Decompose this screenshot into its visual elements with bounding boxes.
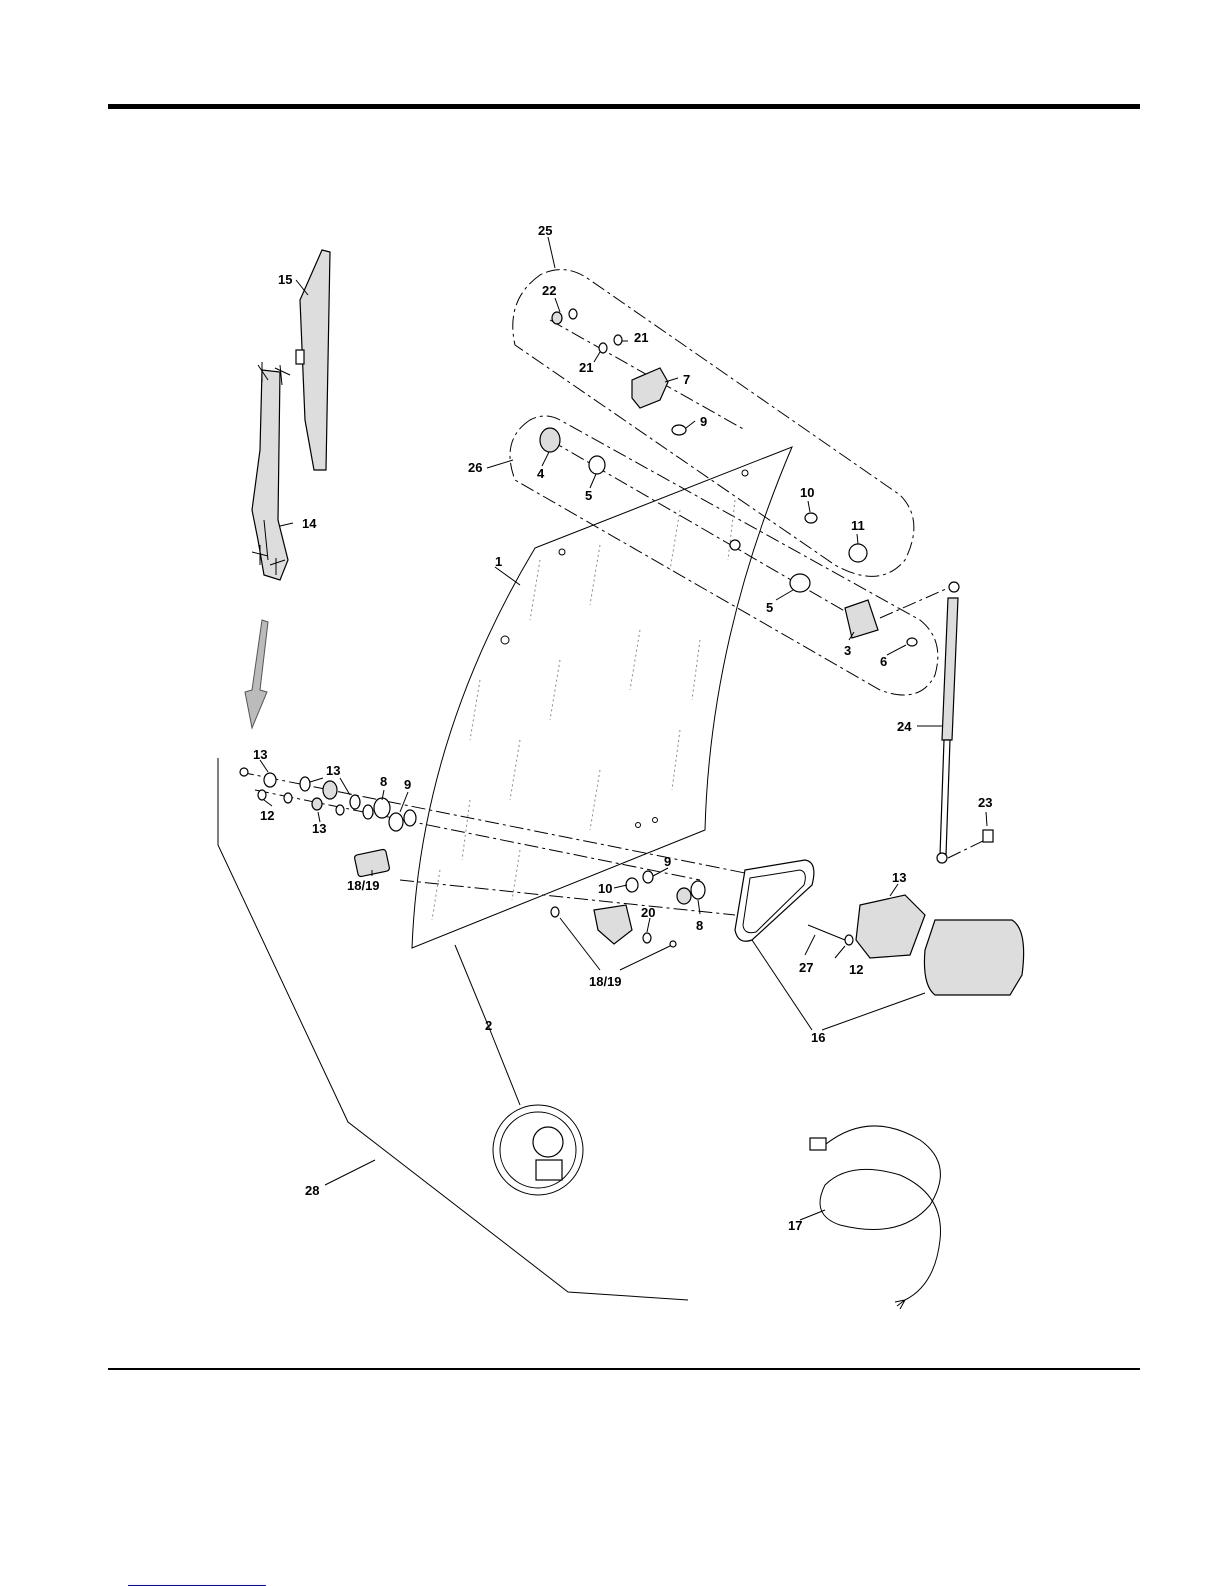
label-27: 27 xyxy=(799,960,813,975)
label-23: 23 xyxy=(978,795,992,810)
label-16: 16 xyxy=(811,1030,825,1045)
lower-kit-parts xyxy=(540,428,917,646)
upper-kit-parts xyxy=(550,309,867,562)
glass-shading xyxy=(432,500,735,920)
glass-panel xyxy=(412,447,792,948)
label-11: 11 xyxy=(851,518,865,533)
label-18-19-right: 18/19 xyxy=(589,974,622,989)
callout-labels: 1 2 3 4 5 5 6 7 8 8 9 9 9 10 10 11 12 12… xyxy=(253,223,992,1233)
leader-lines xyxy=(260,237,987,1220)
direction-arrow xyxy=(245,620,268,728)
label-13-a: 13 xyxy=(253,747,267,762)
label-18-19-left: 18/19 xyxy=(347,878,380,893)
label-8-right: 8 xyxy=(696,918,703,933)
label-1: 1 xyxy=(495,554,502,569)
label-13-d: 13 xyxy=(892,870,906,885)
label-10-lower: 10 xyxy=(598,881,612,896)
wiper-arm xyxy=(252,370,288,580)
label-9-left: 9 xyxy=(404,777,411,792)
seal-detail xyxy=(455,945,583,1195)
label-25: 25 xyxy=(538,223,552,238)
label-10-upper: 10 xyxy=(800,485,814,500)
overall-bracket-line xyxy=(218,758,688,1300)
label-5-lower: 5 xyxy=(766,600,773,615)
motor-assembly xyxy=(735,860,1024,1030)
label-22: 22 xyxy=(542,283,556,298)
label-17: 17 xyxy=(788,1218,802,1233)
label-13-c: 13 xyxy=(312,821,326,836)
label-8-left: 8 xyxy=(380,774,387,789)
label-28: 28 xyxy=(305,1183,319,1198)
label-21-right: 21 xyxy=(634,330,648,345)
lower-right-hardware xyxy=(400,871,735,947)
label-9-right: 9 xyxy=(664,854,671,869)
label-9-upper: 9 xyxy=(700,414,707,429)
label-6: 6 xyxy=(880,654,887,669)
label-24: 24 xyxy=(897,719,912,734)
label-14: 14 xyxy=(302,516,317,531)
label-26: 26 xyxy=(468,460,482,475)
label-5-upper: 5 xyxy=(585,488,592,503)
label-2: 2 xyxy=(485,1018,492,1033)
label-21-left: 21 xyxy=(579,360,593,375)
label-7: 7 xyxy=(683,372,690,387)
label-20: 20 xyxy=(641,905,655,920)
label-3: 3 xyxy=(844,643,851,658)
label-12-left: 12 xyxy=(260,808,274,823)
label-4: 4 xyxy=(537,466,545,481)
label-15: 15 xyxy=(278,272,292,287)
kit-outline-26 xyxy=(510,416,938,695)
label-13-b: 13 xyxy=(326,763,340,778)
label-12-right: 12 xyxy=(849,962,863,977)
wiring-harness xyxy=(810,1126,941,1309)
